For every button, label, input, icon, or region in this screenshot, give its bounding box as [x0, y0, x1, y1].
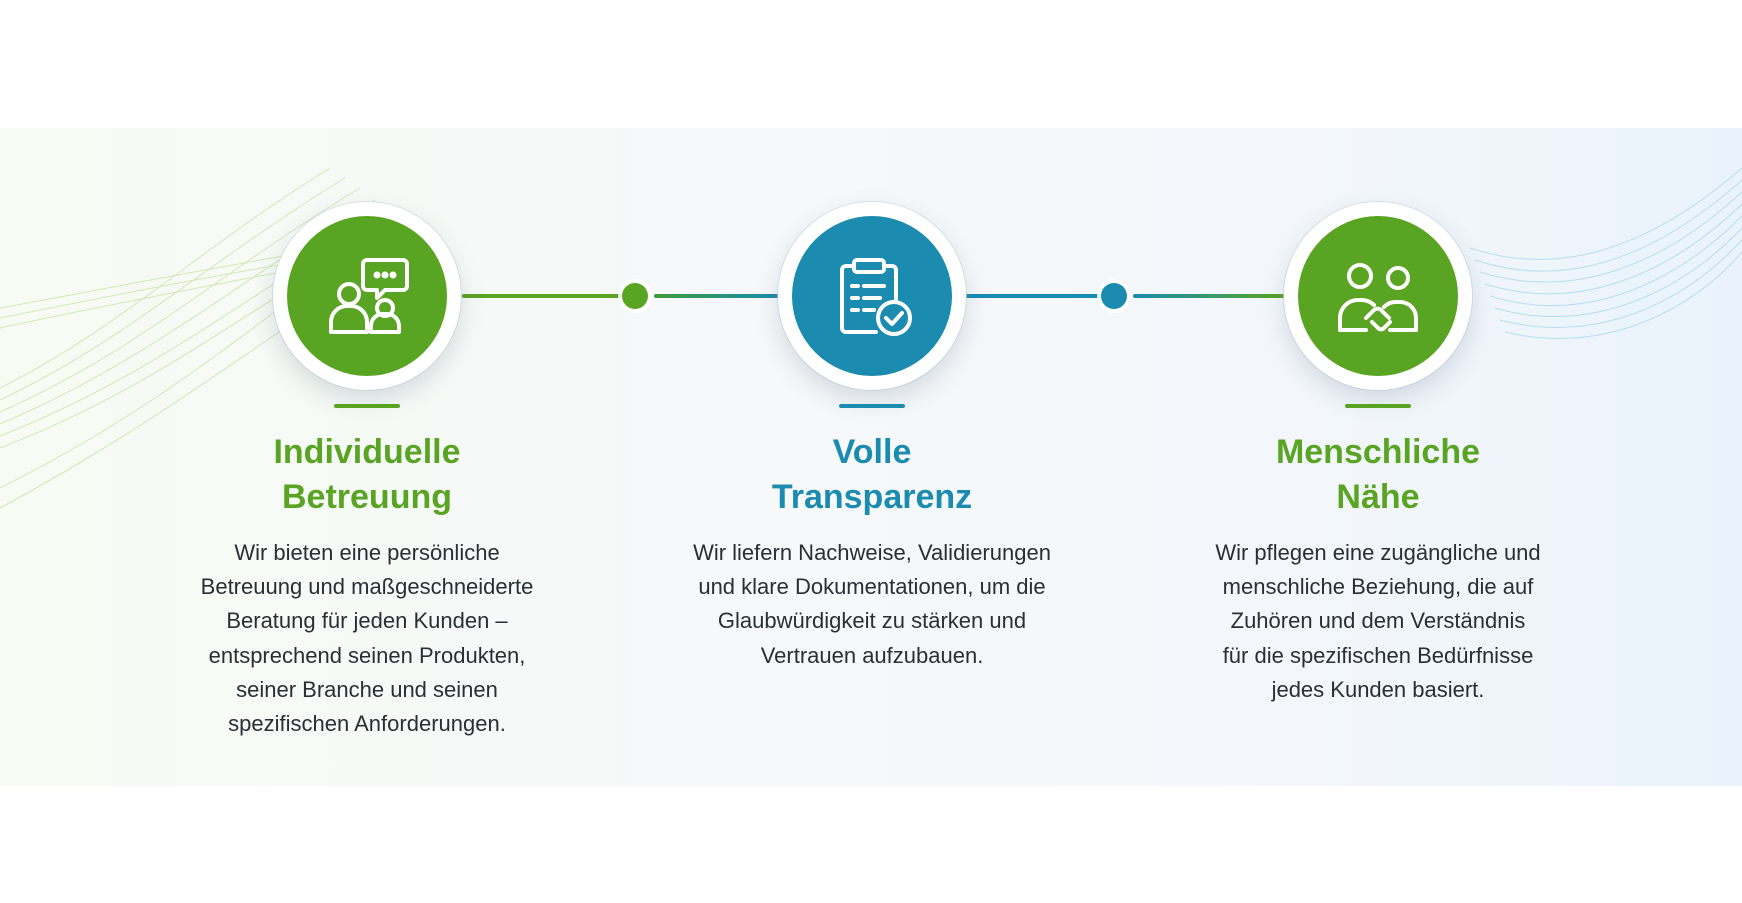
checklist-check-icon	[792, 216, 952, 376]
title-accent-line	[1345, 404, 1411, 408]
connector-line	[962, 294, 1112, 298]
description-line: Betreuung und maßgeschneiderte	[200, 574, 534, 600]
feature-icon-ring	[1284, 202, 1472, 390]
description-line: entsprechend seinen Produkten,	[208, 642, 526, 668]
decorative-waves	[0, 167, 1742, 509]
feature-description: Wir bieten eine persönliche Betreuung un…	[157, 536, 577, 741]
feature-title-line: Nähe	[1336, 478, 1420, 516]
feature-title-line: Betreuung	[282, 478, 452, 516]
description-line: Beratung für jeden Kunden –	[226, 608, 508, 634]
description-line: Zuhören und dem Verständnis	[1230, 608, 1526, 634]
description-line: Vertrauen aufzubauen.	[760, 642, 984, 668]
description-line: Wir pflegen eine zugängliche und	[1215, 540, 1541, 565]
description-line: Glaubwürdigkeit zu stärken und	[717, 608, 1027, 634]
feature-title: Volle Transparenz	[662, 430, 1082, 520]
feature-title-line: Transparenz	[771, 478, 973, 516]
title-accent-line	[839, 404, 905, 408]
connector-node	[622, 283, 648, 309]
feature-title-line: Volle	[832, 433, 912, 471]
description-line: Wir bieten eine persönliche	[234, 540, 500, 565]
connector-line	[462, 294, 622, 298]
feature-description: Wir liefern Nachweise, Validierungen und…	[662, 536, 1082, 673]
description-line: spezifischen Anforderungen.	[228, 711, 506, 737]
description-line: seiner Branche und seinen	[236, 676, 498, 702]
description-line: und klare Dokumentationen, um die	[698, 574, 1046, 600]
description-line: jedes Kunden basiert.	[1271, 676, 1485, 702]
feature-title-line: Menschliche	[1275, 433, 1481, 471]
description-line: für die spezifischen Bedürfnisse	[1222, 642, 1534, 668]
connector-line	[1133, 294, 1285, 298]
feature-title: Menschliche Nähe	[1168, 430, 1588, 520]
chat-people-icon	[287, 216, 447, 376]
title-accent-line	[334, 404, 400, 408]
feature-title: Individuelle Betreuung	[157, 430, 577, 520]
feature-description: Wir pflegen eine zugängliche und menschl…	[1168, 536, 1588, 707]
description-line: menschliche Beziehung, die auf	[1222, 574, 1534, 600]
description-line: Wir liefern Nachweise, Validierungen	[693, 540, 1051, 565]
feature-title-line: Individuelle	[273, 433, 461, 471]
feature-icon-ring	[273, 202, 461, 390]
connector-node	[1101, 283, 1127, 309]
feature-icon-ring	[778, 202, 966, 390]
connector-line	[654, 294, 782, 298]
handshake-people-icon	[1298, 216, 1458, 376]
